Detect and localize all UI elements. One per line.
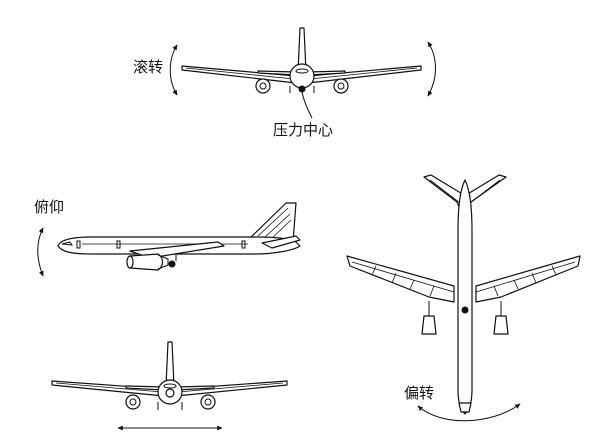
roll-arrow-left (169, 44, 178, 96)
center-of-pressure-label: 压力中心 (273, 121, 334, 139)
yaw-label: 偏转 (404, 384, 435, 402)
top-center-of-pressure-dot (461, 306, 469, 314)
top-right-wing (475, 255, 581, 303)
pitch-label: 俯仰 (34, 198, 65, 216)
top-left-wing (346, 255, 455, 303)
right-engine (333, 78, 349, 94)
left-engine (255, 78, 271, 94)
front-view-airplane-bottom (51, 341, 288, 431)
front-view-airplane (169, 27, 436, 119)
fuselage-front (289, 63, 315, 89)
roll-label: 滚转 (133, 58, 164, 76)
top-view-airplane (346, 174, 581, 422)
side-horizontal-stabilizer (261, 235, 301, 249)
center-of-pressure-leader (301, 91, 313, 119)
top-right-engine (493, 315, 509, 335)
center-of-pressure-dot (298, 85, 306, 93)
side-view-airplane (37, 202, 301, 277)
top-fuselage (457, 179, 473, 415)
top-left-engine (421, 315, 437, 335)
yaw-arrow (417, 403, 521, 422)
side-center-of-pressure-dot (168, 260, 176, 268)
roll-arrow-right (427, 41, 436, 97)
pitch-arrow (37, 227, 44, 277)
